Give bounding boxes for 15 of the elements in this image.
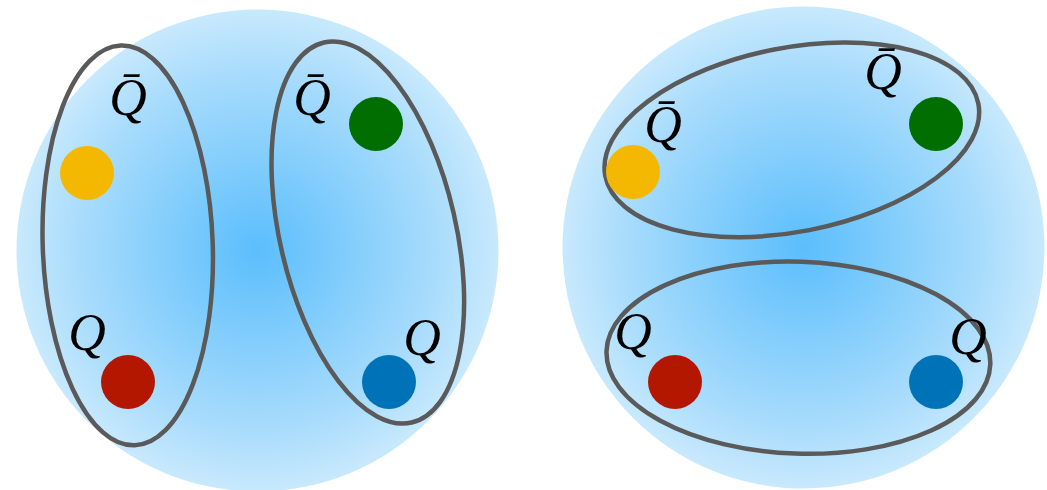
quark-symbol: Q̄ <box>293 72 331 124</box>
quark-symbol: Q <box>403 312 441 364</box>
quark-dot <box>60 146 114 200</box>
quark-symbol: Q̄ <box>109 72 147 124</box>
pair-ellipse <box>269 39 467 427</box>
quark-symbol: Q <box>68 307 106 359</box>
quark-symbol: Q̄ <box>644 99 682 151</box>
quark-symbol: Q <box>614 306 652 358</box>
quark-dot <box>909 97 963 151</box>
pair-ellipse <box>603 259 993 457</box>
quark-dot <box>349 97 403 151</box>
pair-ellipse <box>602 40 982 240</box>
quark-symbol: Q̄ <box>864 46 902 98</box>
quark-symbol: Q <box>949 311 987 363</box>
pair-ellipse <box>40 42 216 448</box>
